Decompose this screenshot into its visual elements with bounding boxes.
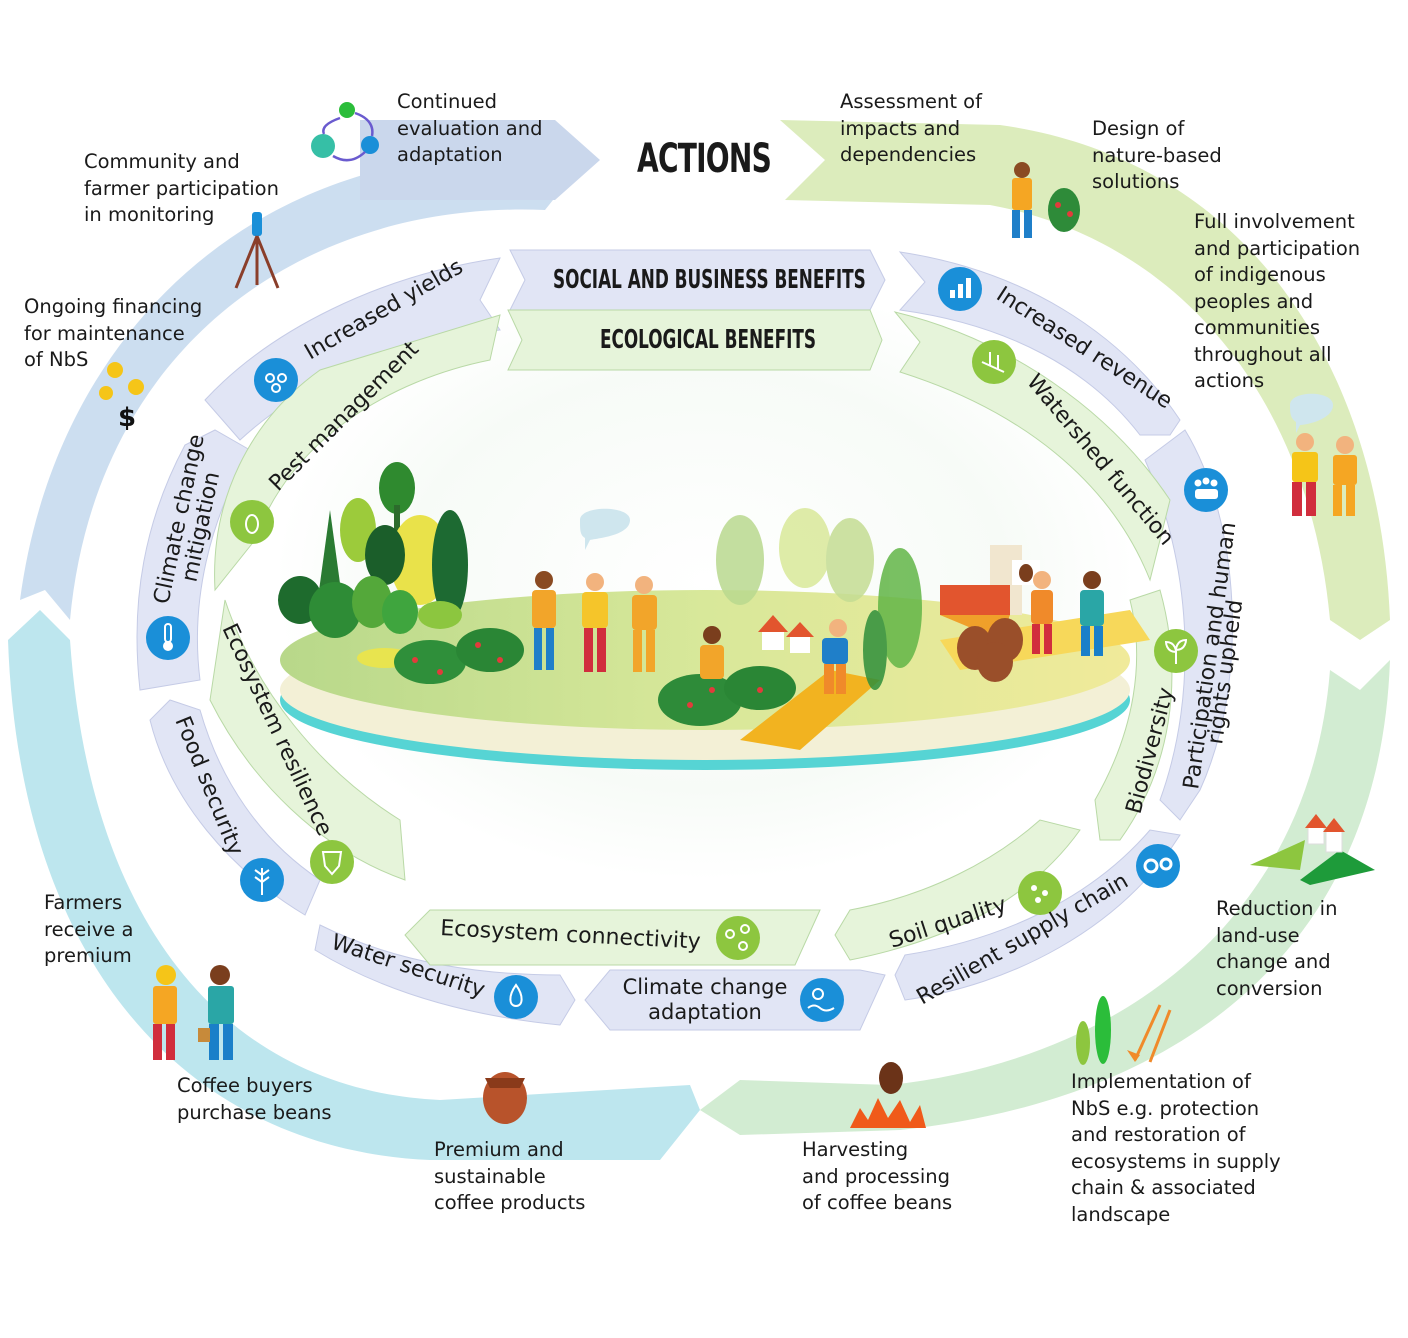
action-evaluation: Continued evaluation and adaptation: [397, 90, 543, 166]
community-people-icon: [1290, 393, 1357, 516]
handshake-people-icon: [153, 965, 234, 1060]
action-community-monitoring: Community and farmer participation in mo…: [84, 150, 279, 226]
coffee-sack-icon: [483, 1072, 527, 1124]
bar-chart-icon: [938, 267, 982, 311]
gears-icon: [1136, 844, 1180, 888]
action-reduction: Reduction in land-use change and convers…: [1216, 897, 1338, 1000]
coffee-sacks: [957, 618, 1023, 682]
wheat-icon: [240, 858, 284, 902]
evaluation-cycle-icon: [311, 102, 379, 162]
action-assessment: Assessment of impacts and dependencies: [840, 90, 982, 166]
ecological-icons: [230, 340, 1198, 960]
forest-left: [278, 462, 468, 668]
people-icon: [1184, 468, 1228, 512]
network-icon: [716, 916, 760, 960]
action-financing: Ongoing financing for maintenance of NbS: [24, 295, 203, 371]
houses: [758, 615, 814, 653]
svg-text:$: $: [118, 403, 136, 433]
action-full-involvement: Full involvement and participation of in…: [1194, 210, 1361, 392]
sun-water-icon: [800, 978, 844, 1022]
people-group: [532, 508, 1104, 694]
water-drop-icon: [494, 975, 538, 1019]
label-climate-adaptation: Climate change adaptation: [622, 975, 788, 1024]
actions-title: ACTIONS: [637, 136, 772, 182]
action-implementation: Implementation of NbS e.g. protection an…: [1071, 1070, 1281, 1226]
action-farmers-premium: Farmers receive a premium: [44, 891, 134, 967]
coffee-bushes: [394, 628, 796, 726]
monitoring-tripod-icon: [234, 212, 280, 289]
roasting-icon: [850, 1062, 926, 1128]
action-premium-products: Premium and sustainable coffee products: [434, 1138, 586, 1214]
ecological-title: ECOLOGICAL BENEFITS: [600, 325, 816, 355]
shield-icon: [310, 840, 354, 884]
soil-icon: [1018, 871, 1062, 915]
forest-center: [716, 508, 922, 690]
social-icons: [146, 267, 1228, 1022]
coins-icon: $: [99, 362, 144, 433]
action-harvesting: Harvesting and processing of coffee bean…: [802, 1138, 953, 1214]
watershed-icon: [972, 340, 1016, 384]
land-houses-icon: [1250, 814, 1375, 885]
tools-plants-icon: [1076, 996, 1172, 1065]
beans-icon: [254, 358, 298, 402]
ecological-benefits-ring: [209, 309, 1173, 966]
action-buyers: Coffee buyers purchase beans: [177, 1074, 332, 1124]
social-business-title: SOCIAL AND BUSINESS BENEFITS: [553, 265, 866, 295]
bug-icon: [230, 500, 274, 544]
thermometer-icon: [146, 616, 190, 660]
designer-person-icon: [1012, 162, 1080, 238]
action-design: Design of nature-based solutions: [1092, 117, 1222, 193]
sprout-icon: [1154, 629, 1198, 673]
